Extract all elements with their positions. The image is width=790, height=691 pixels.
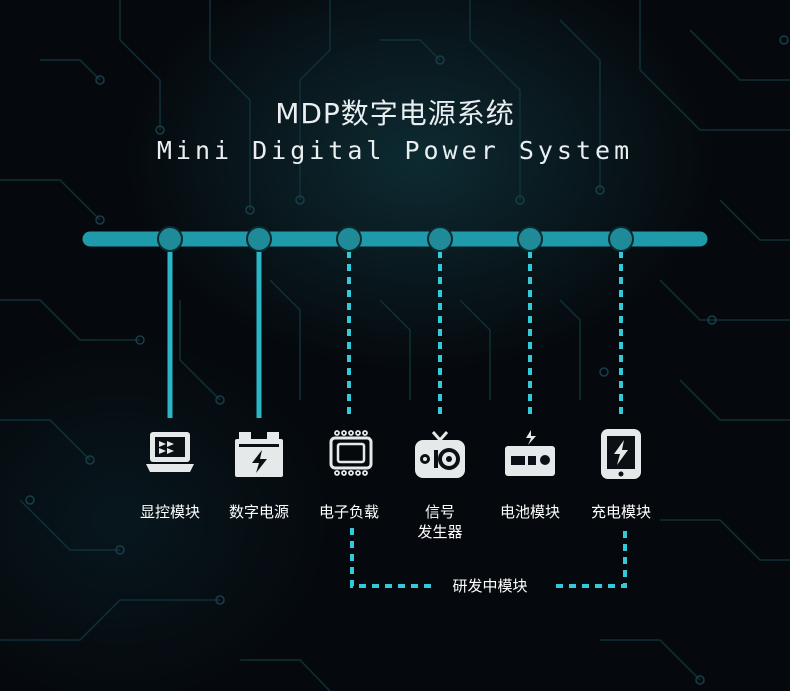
node-label-digital-power: 数字电源 bbox=[228, 503, 289, 521]
charger-icon bbox=[601, 429, 641, 479]
node-label-signal-generator-line-2: 发生器 bbox=[417, 523, 463, 541]
display-control-icon bbox=[146, 432, 194, 472]
chip-icon bbox=[329, 430, 373, 476]
bus-node-1 bbox=[157, 226, 183, 252]
bus-node-4 bbox=[427, 226, 453, 252]
node-label-charger-module: 充电模块 bbox=[590, 503, 651, 521]
battery-lightning-icon bbox=[235, 432, 283, 477]
title-english: Mini Digital Power System bbox=[156, 136, 634, 165]
node-label-electronic-load: 电子负载 bbox=[318, 503, 379, 521]
dev-group-label: 研发中模块 bbox=[452, 577, 528, 595]
bus-node-3 bbox=[336, 226, 362, 252]
node-label-display-control: 显控模块 bbox=[139, 503, 200, 521]
bus-node-5 bbox=[517, 226, 543, 252]
dev-group-bracket-left bbox=[350, 528, 432, 588]
battery-module-icon bbox=[505, 430, 555, 476]
bus-node-2 bbox=[246, 226, 272, 252]
title-chinese: MDP数字电源系统 bbox=[275, 97, 515, 130]
node-label-battery-module: 电池模块 bbox=[499, 503, 560, 521]
signal-generator-icon bbox=[415, 431, 465, 478]
node-label-signal-generator: 信号 发生器 bbox=[395, 502, 485, 542]
dev-group-bracket-right bbox=[556, 528, 627, 588]
node-label-signal-generator-line-1: 信号 bbox=[424, 503, 455, 521]
bus-node-6 bbox=[608, 226, 634, 252]
